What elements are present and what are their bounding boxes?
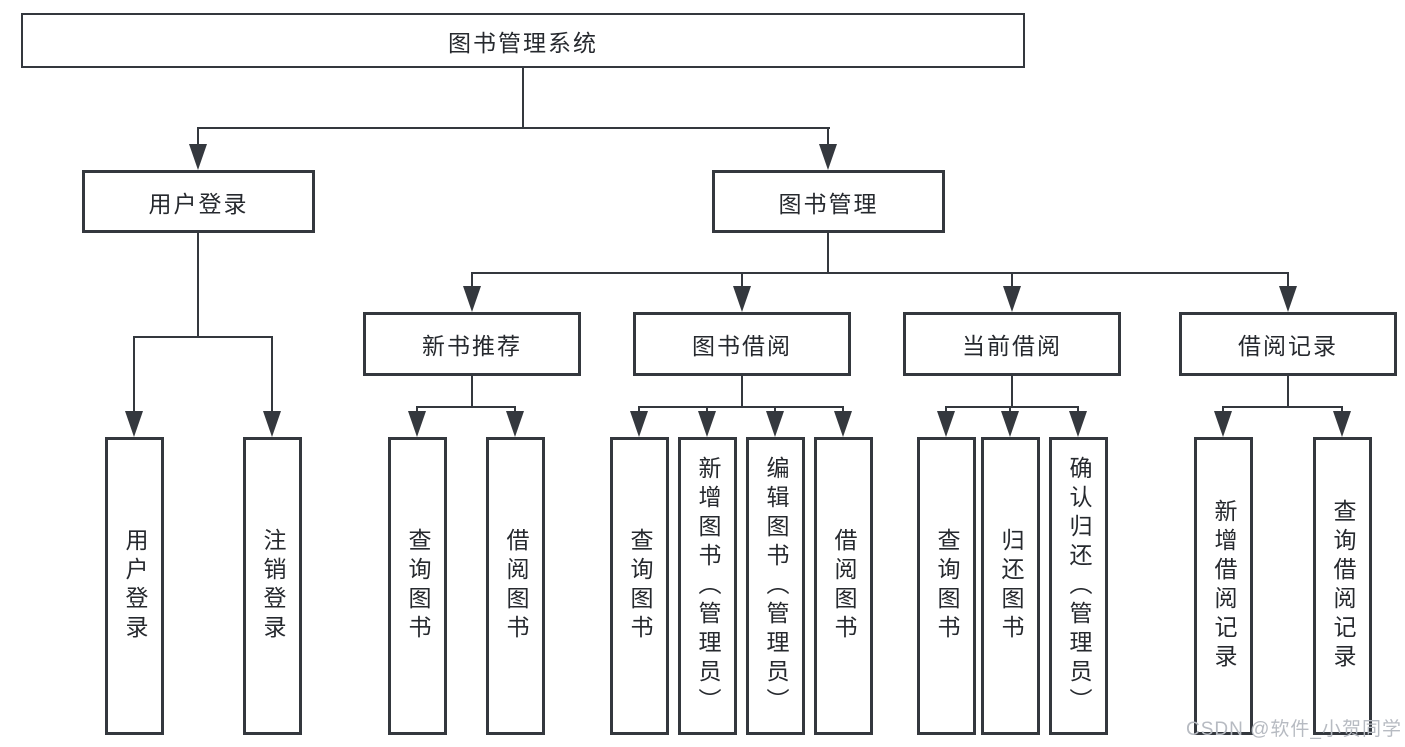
arrow-down-icon [125,411,143,437]
connector-user-login-stem [197,231,199,338]
node-new-book-recommend: 新书推荐 [363,312,581,376]
leaf-borrow-books-borrowing: 借阅图书 [814,437,873,735]
leaf-borrow-books-recommend-label: 借阅图书 [503,528,529,644]
arrow-down-icon [408,411,426,437]
connector-borrowing-records-stem [1287,374,1289,408]
connector-leaf-drop [1077,406,1079,414]
node-book-management: 图书管理 [712,170,945,233]
node-borrowing-records: 借阅记录 [1179,312,1397,376]
connector-leaf-drop [416,406,418,414]
connector-book-borrowing-stem [741,374,743,408]
connector-drop-leaf-user-login [133,336,135,413]
connector-leaf-drop [514,406,516,414]
node-user-login: 用户登录 [82,170,315,233]
leaf-query-books-recommend: 查询图书 [388,437,447,735]
arrow-down-icon [1003,286,1021,312]
leaf-add-borrow-record: 新增借阅记录 [1194,437,1253,735]
connector-book-borrowing-rail [638,406,844,408]
leaf-user-login-label: 用户登录 [122,528,148,644]
csdn-watermark: CSDN @软件_小贺同学 [1186,719,1402,740]
arrow-down-icon [263,411,281,437]
arrow-down-icon [766,411,784,437]
arrow-down-icon [189,144,207,170]
leaf-return-books-label: 归还图书 [998,528,1024,644]
leaf-query-books-recommend-label: 查询图书 [405,528,431,644]
connector-leaf-drop [1009,406,1011,414]
connector-drop-current-borrowing [1011,272,1013,288]
leaf-edit-book-admin: 编辑图书（管理员） [746,437,805,735]
arrow-down-icon [630,411,648,437]
leaf-query-borrow-record-label: 查询借阅记录 [1330,499,1356,673]
leaf-borrow-books-recommend: 借阅图书 [486,437,545,735]
leaf-borrow-books-borrowing-label: 借阅图书 [831,528,857,644]
connector-current-borrowing-stem [1011,374,1013,408]
arrow-down-icon [733,286,751,312]
arrow-down-icon [463,286,481,312]
connector-leaf-drop [1222,406,1224,414]
connector-leaf-drop [1341,406,1343,414]
leaf-logout: 注销登录 [243,437,302,735]
leaf-query-borrow-record: 查询借阅记录 [1313,437,1372,735]
connector-leaf-drop [945,406,947,414]
arrow-down-icon [1069,411,1087,437]
leaf-add-book-admin: 新增图书（管理员） [678,437,737,735]
leaf-add-book-admin-label: 新增图书（管理员） [695,455,721,717]
leaf-logout-label: 注销登录 [260,528,286,644]
node-root: 图书管理系统 [21,13,1025,68]
connector-level3-rail [471,272,1289,274]
leaf-query-books-borrowing: 查询图书 [610,437,669,735]
connector-drop-book-borrowing [741,272,743,288]
connector-borrowing-records-rail [1222,406,1343,408]
arrow-down-icon [698,411,716,437]
connector-new-book-stem [471,374,473,408]
connector-drop-new-book [471,272,473,288]
connector-leaf-drop [706,406,708,414]
arrow-down-icon [1001,411,1019,437]
leaf-query-books-current-label: 查询图书 [934,528,960,644]
connector-drop-leaf-logout [271,336,273,413]
connector-drop-user-login [197,127,199,146]
arrow-down-icon [937,411,955,437]
arrow-down-icon [1214,411,1232,437]
leaf-edit-book-admin-label: 编辑图书（管理员） [763,455,789,717]
connector-drop-book-management [827,127,829,146]
leaf-return-books: 归还图书 [981,437,1040,735]
leaf-confirm-return-admin-label: 确认归还（管理员） [1066,455,1092,717]
arrow-down-icon [506,411,524,437]
leaf-query-books-borrowing-label: 查询图书 [627,528,653,644]
connector-drop-borrowing-records [1287,272,1289,288]
connector-leaf-drop [638,406,640,414]
node-current-borrowing: 当前借阅 [903,312,1121,376]
connector-book-management-stem [827,231,829,274]
arrow-down-icon [819,144,837,170]
connector-root-stem [522,68,524,129]
connector-level2-rail [197,127,830,129]
connector-user-login-rail [133,336,273,338]
leaf-confirm-return-admin: 确认归还（管理员） [1049,437,1108,735]
connector-leaf-drop [774,406,776,414]
connector-current-borrowing-rail [945,406,1079,408]
node-book-borrowing: 图书借阅 [633,312,851,376]
arrow-down-icon [1333,411,1351,437]
connector-new-book-rail [416,406,516,408]
arrow-down-icon [834,411,852,437]
leaf-add-borrow-record-label: 新增借阅记录 [1211,499,1237,673]
leaf-query-books-current: 查询图书 [917,437,976,735]
arrow-down-icon [1279,286,1297,312]
connector-leaf-drop [842,406,844,414]
leaf-user-login: 用户登录 [105,437,164,735]
